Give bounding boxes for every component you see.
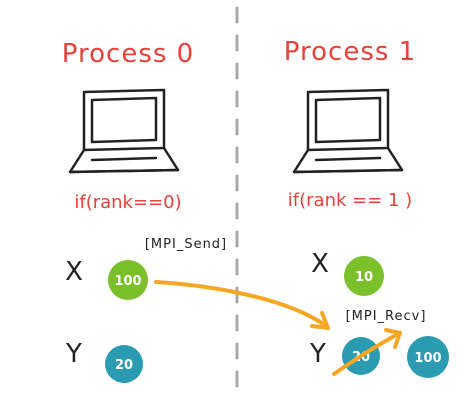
x-value: 100 [114, 274, 141, 289]
received-value: 100 [414, 351, 441, 366]
variable-x-label: X [65, 257, 83, 287]
process-1-title: Process 1 [284, 37, 416, 67]
mpi-recv-label: [MPI_Recv] [346, 309, 427, 324]
x-value-circle [108, 260, 148, 300]
received-value-circle [407, 336, 449, 378]
send-arrow [154, 280, 330, 330]
mpi-send-label: [MPI_Send] [145, 237, 227, 252]
process-1-condition: if(rank == 1 ) [288, 190, 412, 211]
x-value: 10 [355, 270, 373, 285]
y-value-circle [105, 345, 143, 383]
variable-y-label: Y [309, 339, 326, 369]
process-0-condition: if(rank==0) [74, 192, 181, 213]
x-value-circle [344, 256, 384, 296]
process-0-title: Process 0 [62, 39, 194, 69]
laptop-icon [68, 88, 180, 174]
recv-arrow [332, 328, 402, 376]
y-value: 20 [115, 358, 133, 373]
variable-y-label: Y [65, 339, 82, 369]
variable-x-label: X [311, 249, 329, 279]
laptop-icon [292, 88, 404, 174]
